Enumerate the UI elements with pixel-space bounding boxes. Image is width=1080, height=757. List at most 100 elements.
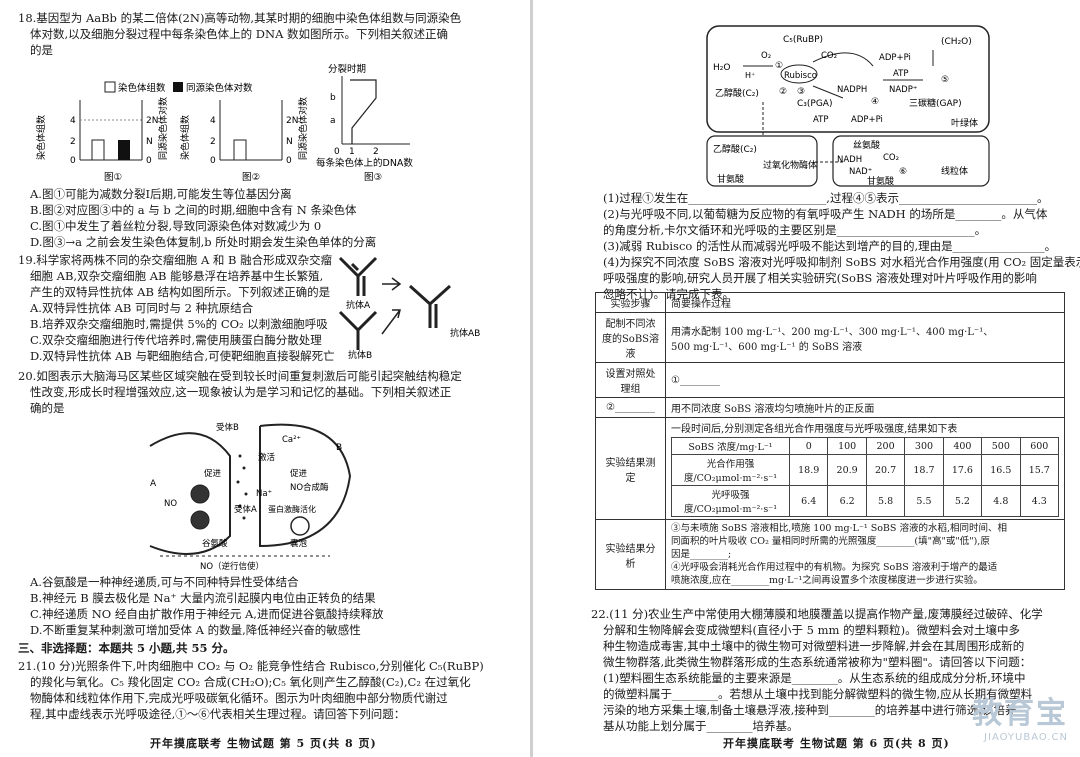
neuron-a-membrane [149,432,231,555]
label-antibody-ab: 抗体AB [450,327,480,339]
result-cell-photo: 20.7 [865,454,906,486]
watermark-url: JIAOYUBAO.CN [984,732,1068,743]
fig1-tick-2N: 2N [146,116,158,126]
q20-line1: 20.如图表示大脑海马区某些区域突触在受到较长时间重复刺激后可能引起突触结构稳定 [18,369,462,383]
result-cell-conc: 400 [942,437,983,455]
label-promote2: 促进 [290,468,308,479]
q20-option-b: B.神经元 B 膜去极化是 Na⁺ 大量内流引起膜内电位由正转负的结果 [30,591,376,605]
q21-line1: 21.(10 分)光照条件下,叶肉细胞中 CO₂ 与 O₂ 能竞争性结合 Rub… [18,659,484,673]
result-cell-resp: 5.5 [904,485,944,517]
result-cell-photo: 15.7 [1019,454,1060,486]
fig2-tick-4: 4 [210,116,216,126]
dg-glycine: 甘氨酸 [717,173,744,185]
label-retrograde: NO（逆行信使） [200,561,264,572]
q20-synapse-figure: 受体B Ca²⁺ B A Na⁺ 受体A 激活 NO 促进 促进 NO合成酶 蛋… [149,422,352,572]
q19-line1: 19.科学家将两株不同的杂交瘤细胞 A 和 B 融合形成双杂交瘤 [18,253,333,267]
label-b: B [336,443,342,453]
dg-hplus: H⁺ [745,71,755,80]
metabolism-diagram: C₅(RuBP) O₂ CO₂ H₂O H⁺ Rubisco (CH₂O) AD… [706,25,990,187]
q22-line4: 微生物群落,此类微生物群落形成的生态系统通常被称为"塑料圈"。请回答以下问题： [603,655,1032,669]
dg-n4: ④ [871,97,879,107]
result-header-resp: 光呼吸强度/CO₂μmol·m⁻²·s⁻¹ [671,485,790,517]
result-cell-conc: 0 [788,437,829,455]
vesicle-2 [190,510,210,530]
watermark: 教育宝 JIAOYUBAO.CN [972,688,1068,743]
rubisco-ellipse [780,64,818,84]
page-6: C₅(RuBP) O₂ CO₂ H₂O H⁺ Rubisco (CH₂O) AD… [533,0,1080,757]
legend-label-b: 同源染色体对数 [186,82,253,94]
legend-swatch-white [104,81,116,93]
table-header-step: 实验步骤 [595,292,666,313]
dg-rubisco: Rubisco [784,71,817,81]
fig1-axis-label: 染色体组数 [35,115,47,160]
dg-n6: ⑥ [899,167,907,177]
dg-adp: ADP+Pi [879,53,911,63]
q21-sub4b: 呼吸强度的影响,研究人员开展了相关实验研究(SoBS 溶液处理对叶片呼吸作用的影… [603,271,1037,285]
label-no: NO [164,499,177,509]
legend-swatch-black [173,82,183,92]
dg-nadp: NADP⁺ [889,85,917,95]
q19-option-c: C.双杂交瘤细胞进行传代培养时,需使用胰蛋白酶分散处理 [30,333,322,347]
q18-line1: 18.基因型为 AaBb 的某二倍体(2N)高等动物,其某时期的细胞中染色体组数… [18,11,462,25]
chloroplast-box [706,25,990,133]
fig3-curve [350,79,377,144]
table-header-procedure: 简要操作过程 [665,292,1065,313]
result-cell-conc: 100 [827,437,867,455]
dg-serine: 丝氨酸 [853,139,880,151]
fig1-tick-4: 4 [70,116,76,126]
q20-line3: 确的是 [30,401,65,415]
q19-line3: 产生的双特异性抗体 AB 结构如图所示。下列叙述正确的是 [30,285,331,299]
q18-option-c: C.图①中发生了着丝粒分裂,导致同源染色体对数减少为 0 [30,219,322,233]
fig3-label-b: b [330,93,336,103]
fig2-bar-white [233,139,247,161]
table-row2-step: 设置对照处理组 [595,362,666,398]
fig2-caption: 图② [242,172,260,183]
vesicle-icon [290,516,310,536]
dg-nadplus: NAD⁺ [849,167,872,177]
label-receptor-b: 受体B [216,422,239,433]
table-row4-step: 实验结果测定 [595,417,666,520]
label-na: Na⁺ [256,489,272,499]
dg-ch2o: (CH₂O) [941,37,972,47]
q21-sub1: (1)过程①发生在________________________,过程④⑤表示… [603,191,1049,205]
label-a: A [150,479,157,489]
table-row2-blank: ①________ [665,362,1065,398]
dg-nadh: NADH [837,155,862,165]
q18-option-b: B.图②对应图③中的 a 与 b 之间的时期,细胞中含有 N 条染色体 [30,203,357,217]
q20-option-d: D.不断重复某种刺激可增加受体 A 的数量,降低神经兴奋的敏感性 [30,623,361,637]
fig3-label-a: a [330,116,336,126]
page-6-footer: 开年摸底联考 生物试题 第 6 页(共 8 页) [723,737,950,750]
fig3-x2: 2 [373,147,379,157]
dg-h2o: H₂O [713,63,730,73]
result-cell-conc: 500 [981,437,1021,455]
analysis-line3: 因是________; [671,549,732,560]
dg-triose: 三碳糖(GAP) [909,97,962,109]
result-cell-photo: 20.9 [827,454,867,486]
result-cell-resp: 5.8 [865,485,906,517]
fig1-axis-label-right: 同源染色体对数 [157,97,169,160]
label-vesicle: 囊泡 [290,538,308,549]
table-row4-desc: 一段时间后,分别测定各组光合作用强度与光呼吸强度,结果如下表 [671,424,958,435]
table-row5-step: 实验结果分析 [595,519,666,590]
result-cell-resp: 4.8 [981,485,1021,517]
q22-line2: 分解和生物降解会变成微塑料(直径小于 5 mm 的塑料颗粒)。微塑料会对土壤中多 [603,623,1021,637]
arrow-b-to-ab [381,309,401,335]
dg-mitochondrion: 线粒体 [941,165,968,177]
q21-sub3: (3)减弱 Rubisco 的活性从而减弱光呼吸不能达到增产的目的,理由是___… [603,239,1057,253]
q19-option-a: A.双特异性抗体 AB 可同时与 2 种抗原结合 [30,301,254,315]
mitochondrion-box [832,135,990,187]
fig3-x1: 1 [349,147,355,157]
section-3-heading: 三、非选择题：本题共 5 小题,共 55 分。 [18,641,235,655]
dg-c3: C₃(PGA) [797,99,832,109]
table-row3-blank: ②________ [595,397,666,418]
q20-line2: 性改变,形成长时程增强效应,这一现象被认为是学习和记忆的基础。下列相关叙述正 [30,385,452,399]
q22-line6: 的微塑料属于________。若想从土壤中找到能分解微塑料的微生物,应从长期有微… [603,687,1033,701]
legend-label-a: 染色体组数 [118,82,166,94]
fig1-tick-2: 2 [70,137,76,147]
label-glutamate: 谷氨酸 [202,538,228,549]
dg-n5: ⑤ [941,75,949,85]
antibody-b-shape [338,310,378,350]
q18-option-a: A.图①可能为减数分裂Ⅰ后期,可能发生等位基因分离 [30,187,292,201]
q20-option-c: C.神经递质 NO 经自由扩散作用于神经元 A,进而促进谷氨酸持续释放 [30,607,384,621]
